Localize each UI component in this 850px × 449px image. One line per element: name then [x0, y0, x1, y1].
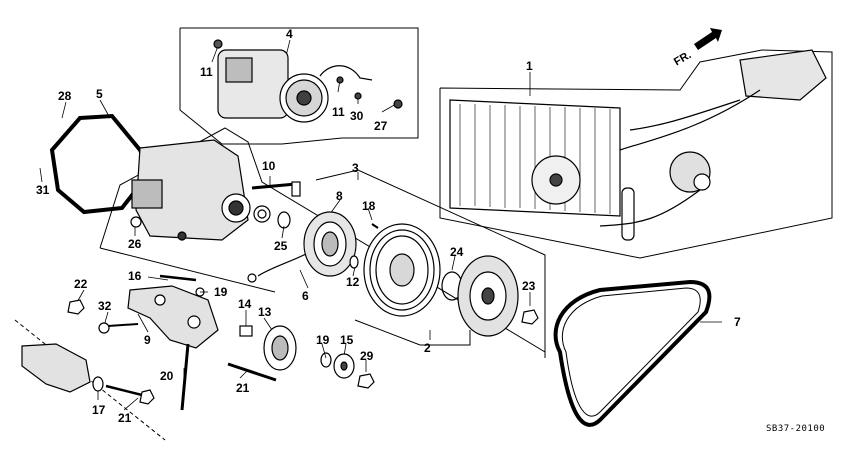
- callout-31: 31: [36, 183, 50, 197]
- callout-9: 9: [144, 333, 151, 347]
- callout-15: 15: [340, 333, 354, 347]
- callout-18: 18: [362, 199, 376, 213]
- callout-27: 27: [374, 119, 388, 133]
- callout-6: 6: [302, 289, 309, 303]
- callout-1: 1: [526, 59, 533, 73]
- callout-24: 24: [450, 245, 464, 259]
- callout-5: 5: [96, 87, 103, 101]
- callout-25: 25: [274, 239, 288, 253]
- pressure-plate: [457, 255, 519, 337]
- callout-26: 26: [128, 237, 142, 251]
- callout-13: 13: [258, 305, 272, 319]
- callout-12: 12: [346, 275, 360, 289]
- callout-20: 20: [160, 369, 174, 383]
- clutch-bracket-3: [315, 169, 546, 352]
- callout-14: 14: [238, 297, 252, 311]
- callout-2: 2: [424, 341, 431, 355]
- callout-7: 7: [734, 315, 741, 329]
- bracket-assembly: [67, 274, 297, 411]
- field-coil: [247, 211, 357, 283]
- callout-21b: 21: [118, 411, 132, 425]
- callout-3: 3: [352, 161, 359, 175]
- callout-32: 32: [98, 299, 112, 313]
- callout-16: 16: [128, 269, 142, 283]
- condenser: [449, 49, 827, 241]
- drawing-code: SB37-20100: [766, 424, 826, 434]
- callout-22: 22: [74, 277, 88, 291]
- callout-4: 4: [286, 27, 293, 41]
- callout-19b: 19: [316, 333, 330, 347]
- compressor-inset-outline: [179, 27, 419, 145]
- callout-28: 28: [58, 89, 72, 103]
- top-compressor: [213, 39, 403, 123]
- callout-11a: 11: [200, 65, 213, 79]
- callout-17: 17: [92, 403, 106, 417]
- callout-23: 23: [522, 279, 536, 293]
- front-direction-arrow: [694, 28, 722, 50]
- callout-10: 10: [262, 159, 276, 173]
- belt-5: [49, 113, 153, 215]
- callout-29: 29: [360, 349, 374, 363]
- condenser-inset-outline: [439, 49, 833, 259]
- main-compressor: [130, 139, 251, 241]
- lower-bracket: [21, 343, 155, 405]
- drive-belt: [553, 279, 712, 427]
- callout-30: 30: [350, 109, 364, 123]
- callout-11b: 11: [332, 105, 345, 119]
- clutch-bracket-2: [354, 319, 471, 346]
- callout-21a: 21: [236, 381, 250, 395]
- callout-8: 8: [336, 189, 343, 203]
- callout-19a: 19: [214, 285, 228, 299]
- pulley: [349, 223, 441, 317]
